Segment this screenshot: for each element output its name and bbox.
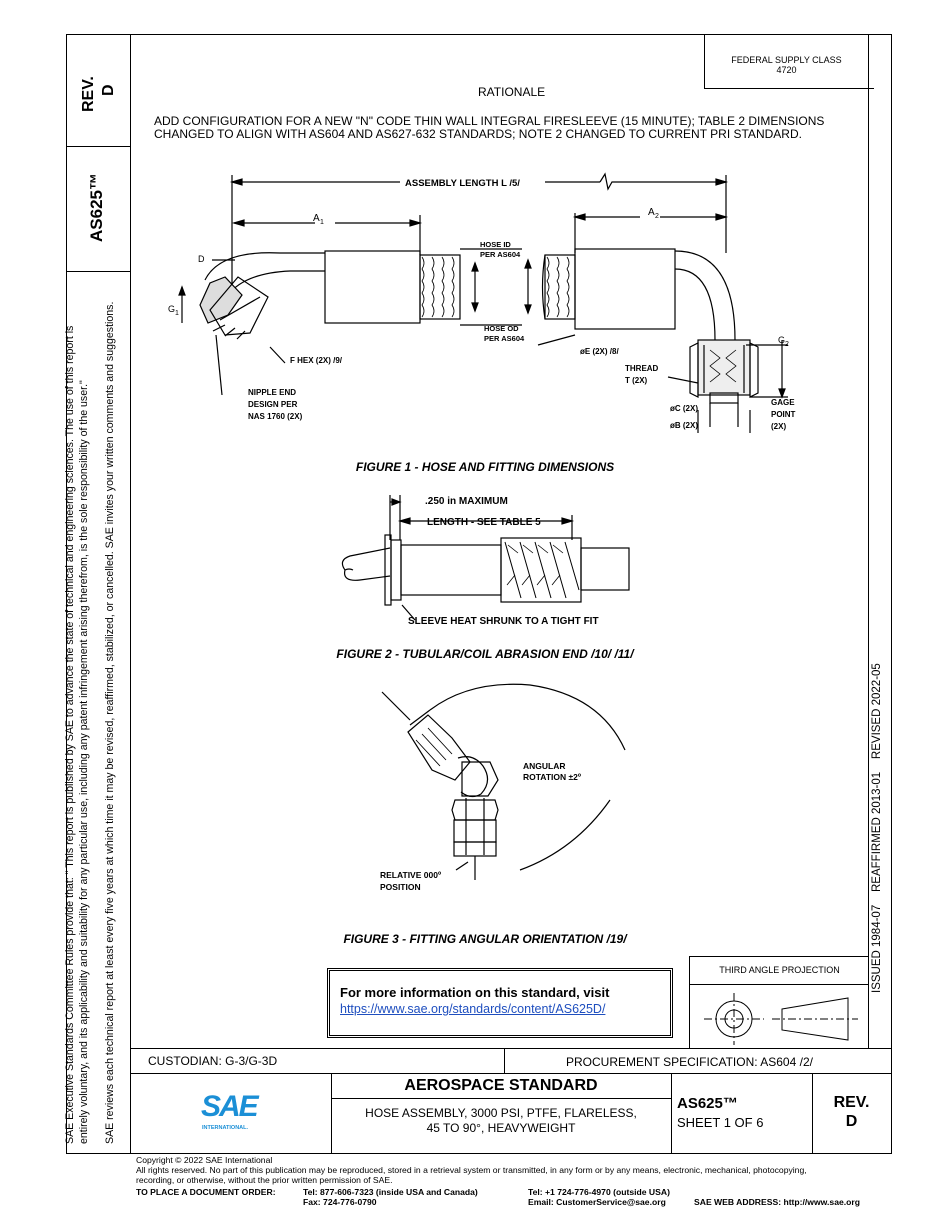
- footer-rights-1: All rights reserved. No part of this pub…: [136, 1165, 807, 1175]
- fig1-gage-1: GAGE: [771, 398, 795, 407]
- title-doc-number: AS625™: [677, 1095, 738, 1112]
- left-docnum-box: [66, 146, 131, 272]
- fig1-e-dia: øE (2X) /8/: [580, 347, 619, 356]
- figure1-geometry: [178, 172, 788, 433]
- footer-tel-outside: Tel: +1 724-776-4970 (outside USA): [528, 1187, 670, 1197]
- title-line-1: HOSE ASSEMBLY, 3000 PSI, PTFE, FLARELESS…: [365, 1106, 637, 1120]
- fig3-relative-2: POSITION: [380, 882, 421, 892]
- fig1-nipple-3: NAS 1760 (2X): [248, 412, 303, 421]
- sae-logo-sub: INTERNATIONAL.: [202, 1125, 249, 1131]
- fig1-a1: A: [313, 213, 320, 224]
- figure1-drawing: ASSEMBLY LENGTH L /5/ A 1 A 2 D G 1 G 2 …: [168, 172, 796, 433]
- left-rev-box: [66, 34, 131, 147]
- custodian-divider: [504, 1048, 505, 1074]
- info-link[interactable]: https://www.sae.org/standards/content/AS…: [340, 1002, 606, 1016]
- projection-label: THIRD ANGLE PROJECTION: [719, 965, 840, 975]
- footer-web[interactable]: SAE WEB ADDRESS: http://www.sae.org: [694, 1197, 860, 1207]
- page-frame: [66, 34, 892, 1154]
- left-strip: [66, 34, 131, 1154]
- figure2-geometry: [341, 495, 630, 621]
- fig1-nipple-1: NIPPLE END: [248, 388, 296, 397]
- fig1-g1: G: [168, 304, 175, 314]
- fig1-f-hex: F HEX (2X) /9/: [290, 356, 343, 365]
- standard-type-rule: [331, 1098, 671, 1099]
- figure3-drawing: ANGULAR ROTATION ±2º RELATIVE 000º POSIT…: [380, 683, 626, 892]
- fig1-hose-id-1: HOSE ID: [480, 240, 511, 249]
- logo-box: SAE INTERNATIONAL.: [131, 1074, 332, 1154]
- fsc-tick: [866, 88, 874, 89]
- title-rev-label: REV.: [833, 1094, 870, 1111]
- fig1-a2-sub: 2: [655, 213, 659, 220]
- fig1-g1-sub: 1: [175, 310, 179, 317]
- fig3-angular-1: ANGULAR: [523, 761, 566, 771]
- title-line-2: 45 TO 90°, HEAVYWEIGHT: [426, 1121, 576, 1135]
- footer-copyright: Copyright © 2022 SAE International: [136, 1155, 273, 1165]
- fig1-g2-sub: 2: [785, 341, 789, 348]
- figure2-drawing: .250 in MAXIMUM LENGTH - SEE TABLE 5 SLE…: [341, 495, 630, 627]
- footer-order-label: TO PLACE A DOCUMENT ORDER:: [136, 1187, 276, 1197]
- custodian-row: [131, 1048, 892, 1074]
- sae-logo: SAE: [201, 1090, 259, 1123]
- fig1-hose-od-1: HOSE OD: [484, 324, 519, 333]
- fig1-hose-od-2: PER AS604: [484, 334, 525, 343]
- figure1-caption: FIGURE 1 - HOSE AND FITTING DIMENSIONS: [355, 460, 615, 474]
- notice-line-1: SAE Executive Standards Committee Rules …: [64, 325, 76, 1144]
- footer-rights-2: recording, or otherwise, without the pri…: [136, 1175, 393, 1185]
- standard-type: AEROSPACE STANDARD: [404, 1077, 598, 1094]
- left-doc-number: AS625™: [87, 173, 106, 242]
- figure3-geometry: [381, 683, 626, 880]
- fig3-relative-1: RELATIVE 000º: [380, 870, 441, 880]
- procurement: PROCUREMENT SPECIFICATION: AS604 /2/: [566, 1055, 813, 1069]
- info-box: For more information on this standard, v…: [327, 968, 673, 1038]
- fig1-gage-2: POINT: [771, 410, 796, 419]
- fig1-a2: A: [648, 207, 655, 218]
- title-rev-value: D: [845, 1113, 858, 1130]
- fsc-label: FEDERAL SUPPLY CLASS: [731, 55, 842, 65]
- projection-box: THIRD ANGLE PROJECTION: [689, 956, 869, 1049]
- fig1-thread-2: T (2X): [625, 376, 648, 385]
- projection-geometry: [704, 993, 858, 1045]
- fig1-hose-id-2: PER AS604: [480, 250, 521, 259]
- docnum-box: [671, 1074, 813, 1154]
- right-strip: [868, 34, 893, 1048]
- fig1-thread-1: THREAD: [625, 364, 659, 373]
- projection-symbol: [704, 993, 858, 1045]
- notice-line-2: entirely voluntary, and its applicabilit…: [78, 380, 90, 1144]
- sheet-info: SHEET 1 OF 6: [677, 1115, 764, 1130]
- footer-fax: Fax: 724-776-0790: [303, 1197, 377, 1207]
- fig2-max: .250 in MAXIMUM: [425, 496, 508, 507]
- fsc-value: 4720: [776, 65, 797, 75]
- fsc-box: FEDERAL SUPPLY CLASS 4720: [704, 34, 868, 89]
- fig1-assembly-length: ASSEMBLY LENGTH L /5/: [405, 178, 520, 189]
- fig1-g2: G: [778, 335, 785, 345]
- fig1-b-dia: øB (2X): [670, 421, 698, 430]
- info-text: For more information on this standard, v…: [340, 985, 610, 1000]
- rationale-title: RATIONALE: [478, 85, 546, 99]
- custodian: CUSTODIAN: G-3/G-3D: [148, 1054, 278, 1068]
- footer-email[interactable]: Email: CustomerService@sae.org: [528, 1197, 666, 1207]
- fig3-angular-2: ROTATION ±2º: [523, 772, 581, 782]
- fig1-nipple-2: DESIGN PER: [248, 400, 298, 409]
- footer-tel-usa: Tel: 877-606-7323 (inside USA and Canada…: [303, 1187, 478, 1197]
- fig1-c-dia: øC (2X): [670, 404, 698, 413]
- figure3-caption: FIGURE 3 - FITTING ANGULAR ORIENTATION /…: [343, 932, 627, 946]
- fig1-a1-sub: 1: [320, 219, 324, 226]
- fig1-gage-3: (2X): [771, 422, 786, 431]
- fig1-d: D: [198, 254, 205, 264]
- fig2-length: LENGTH - SEE TABLE 5: [427, 517, 541, 528]
- notice-line-3: SAE reviews each technical report at lea…: [104, 301, 116, 1144]
- rationale-line-2: CHANGED TO ALIGN WITH AS604 AND AS627-63…: [154, 127, 802, 141]
- left-rev-value: D: [100, 84, 117, 96]
- projection-rule: [690, 984, 869, 985]
- left-rev-label: REV.: [80, 76, 97, 112]
- rationale-line-1: ADD CONFIGURATION FOR A NEW "N" CODE THI…: [154, 114, 825, 128]
- history-text: ISSUED 1984-07 REAFFIRMED 2013-01 REVISE…: [871, 663, 883, 993]
- figure2-caption: FIGURE 2 - TUBULAR/COIL ABRASION END /10…: [336, 647, 634, 661]
- fig2-sleeve: SLEEVE HEAT SHRUNK TO A TIGHT FIT: [408, 616, 599, 627]
